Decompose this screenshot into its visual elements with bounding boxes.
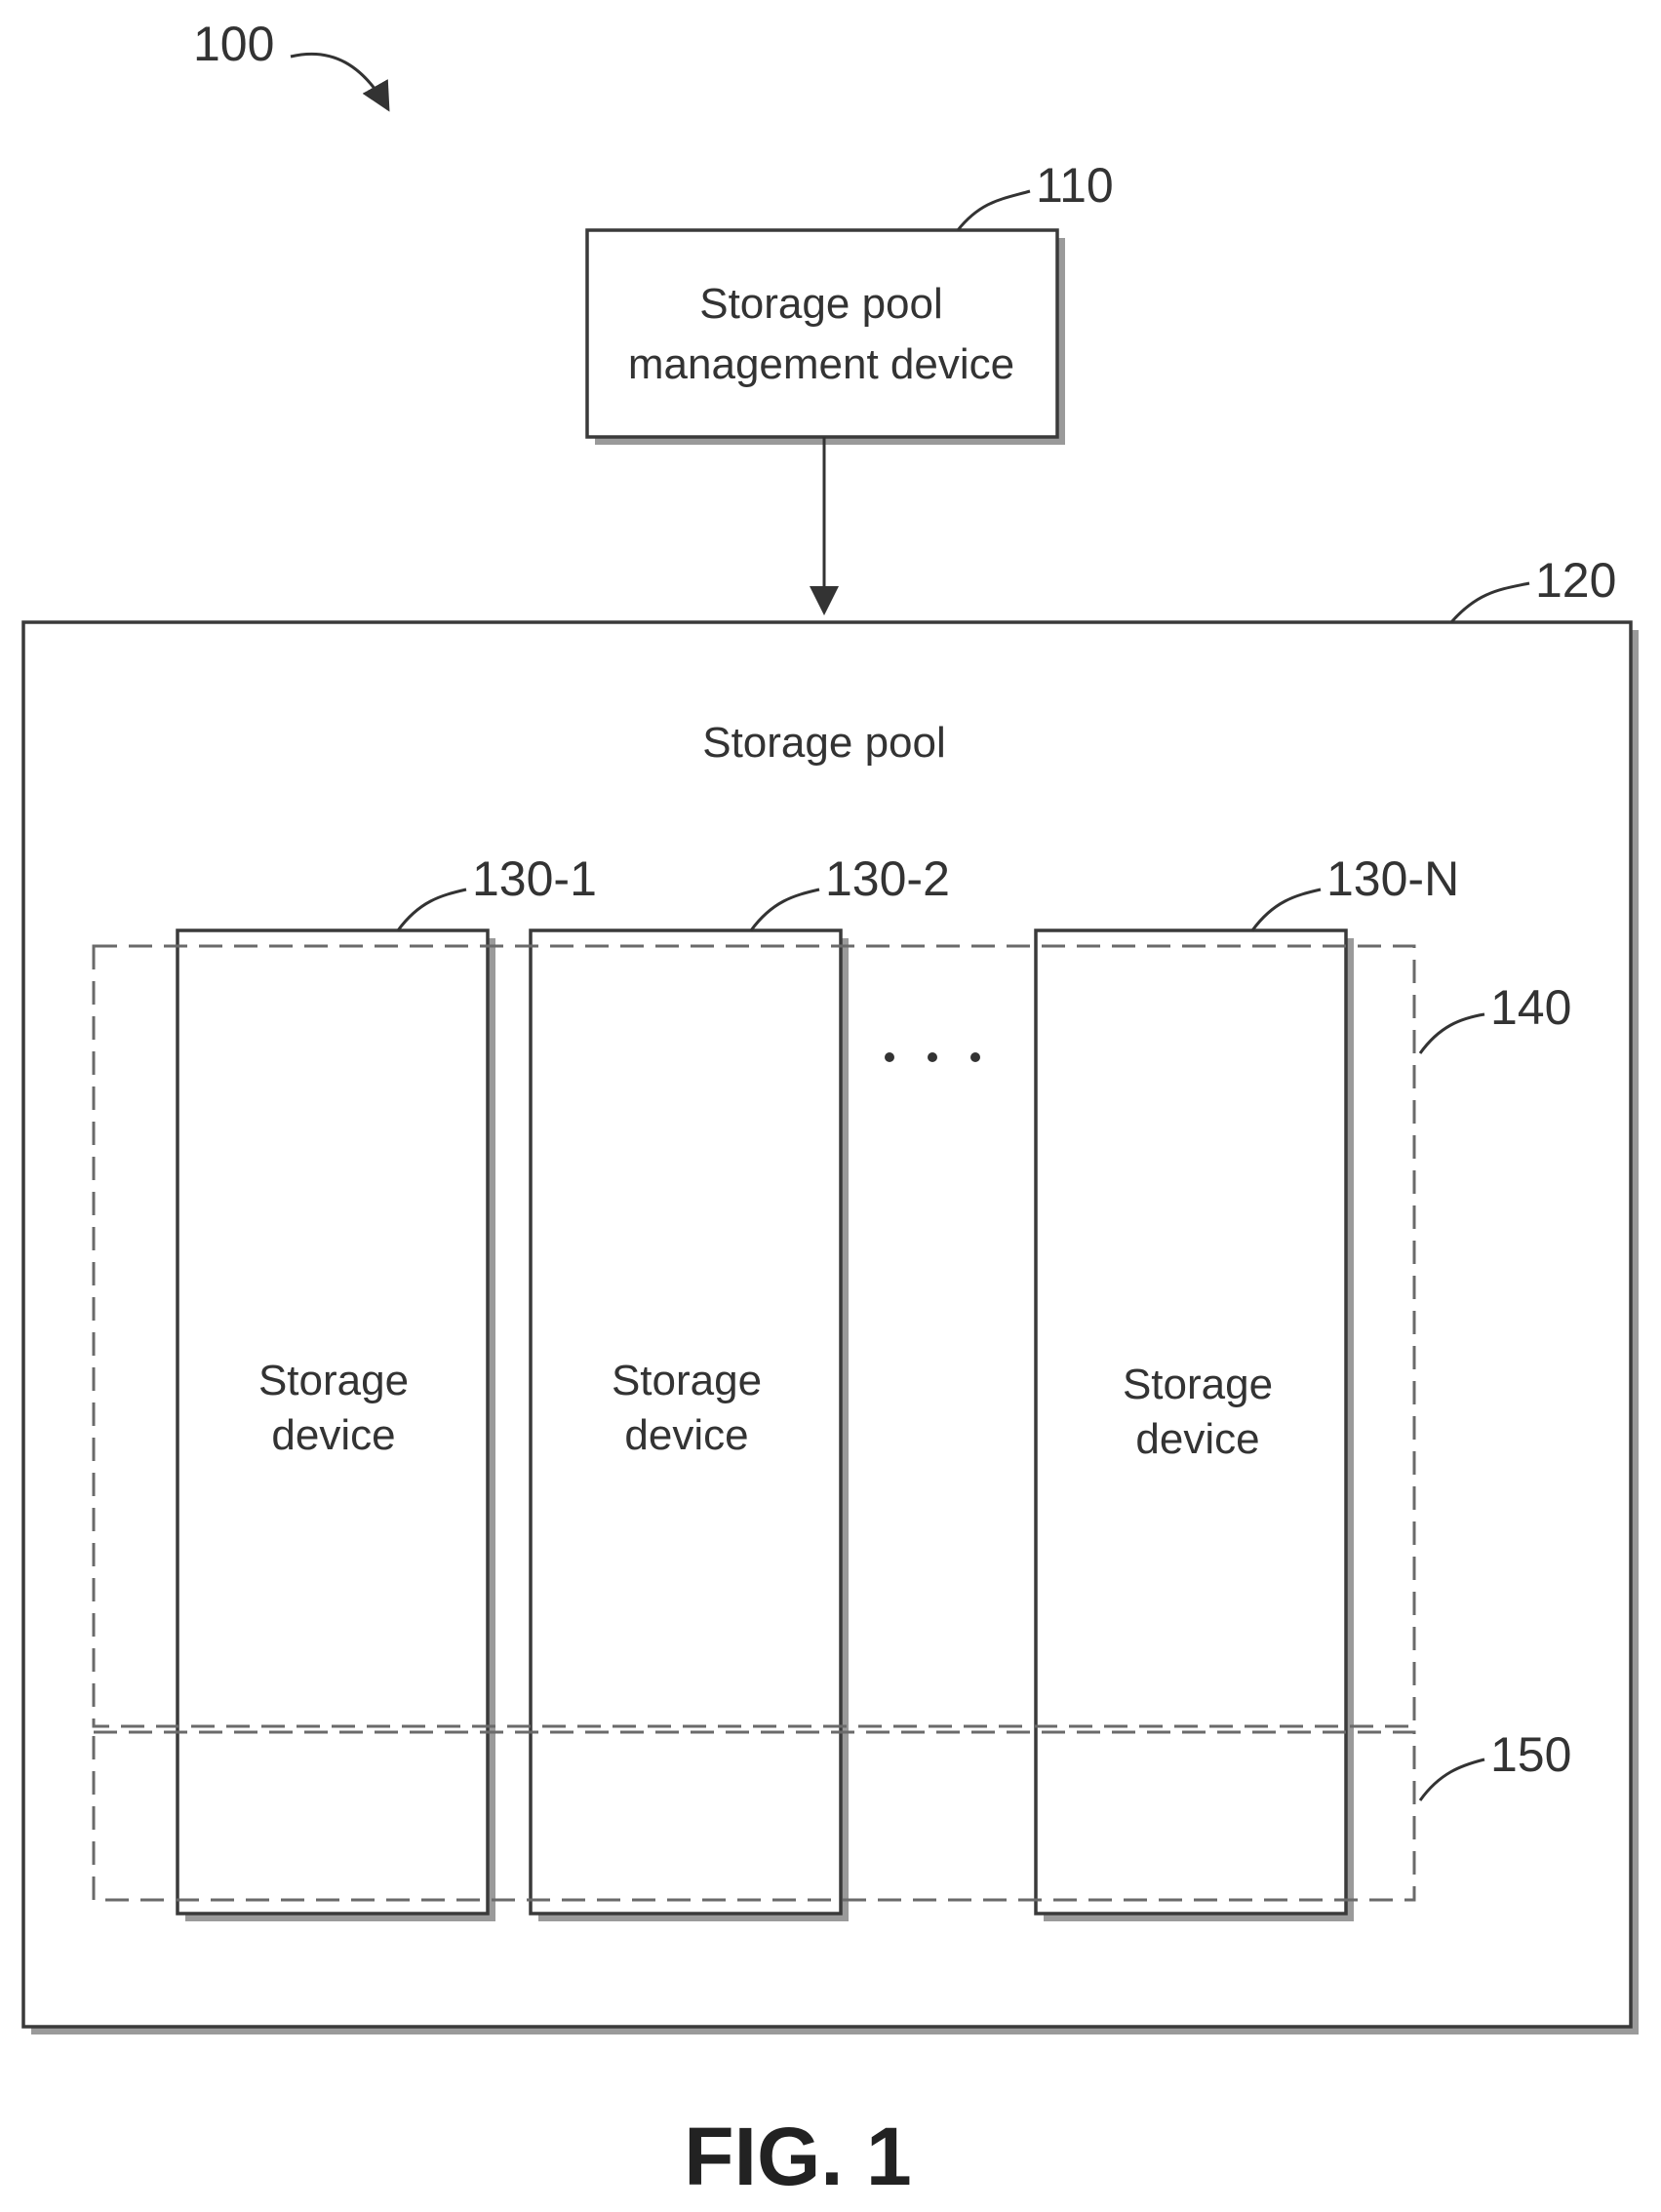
management-device-line2: management device [628,340,1014,388]
management-device-ref-leader [958,191,1030,230]
figure-caption: FIG. 1 [684,2111,911,2202]
storage-device-1-line2: device [271,1411,395,1459]
device-2-ref-label: 130-2 [825,851,950,906]
storage-device-1-line1: Storage [258,1357,409,1404]
region-150-ref-label: 150 [1490,1727,1571,1782]
storage-device-2-line1: Storage [612,1357,762,1404]
region-140-ref-label: 140 [1490,980,1571,1035]
storage-pool-ref-label: 120 [1535,553,1616,608]
management-device-box [587,230,1057,437]
system-ref-arrow [291,54,388,109]
storage-device-2-line2: device [624,1411,748,1459]
management-device-ref-label: 110 [1036,158,1114,213]
storage-pool-ref-leader [1451,583,1529,622]
device-n-ref-label: 130-N [1326,851,1459,906]
storage-pool-title: Storage pool [702,719,946,767]
storage-device-n-line1: Storage [1123,1361,1273,1408]
management-device-line1: Storage pool [699,280,943,328]
system-ref-label: 100 [193,17,274,71]
device-1-ref-label: 130-1 [472,851,597,906]
storage-device-n-line2: device [1135,1415,1259,1463]
